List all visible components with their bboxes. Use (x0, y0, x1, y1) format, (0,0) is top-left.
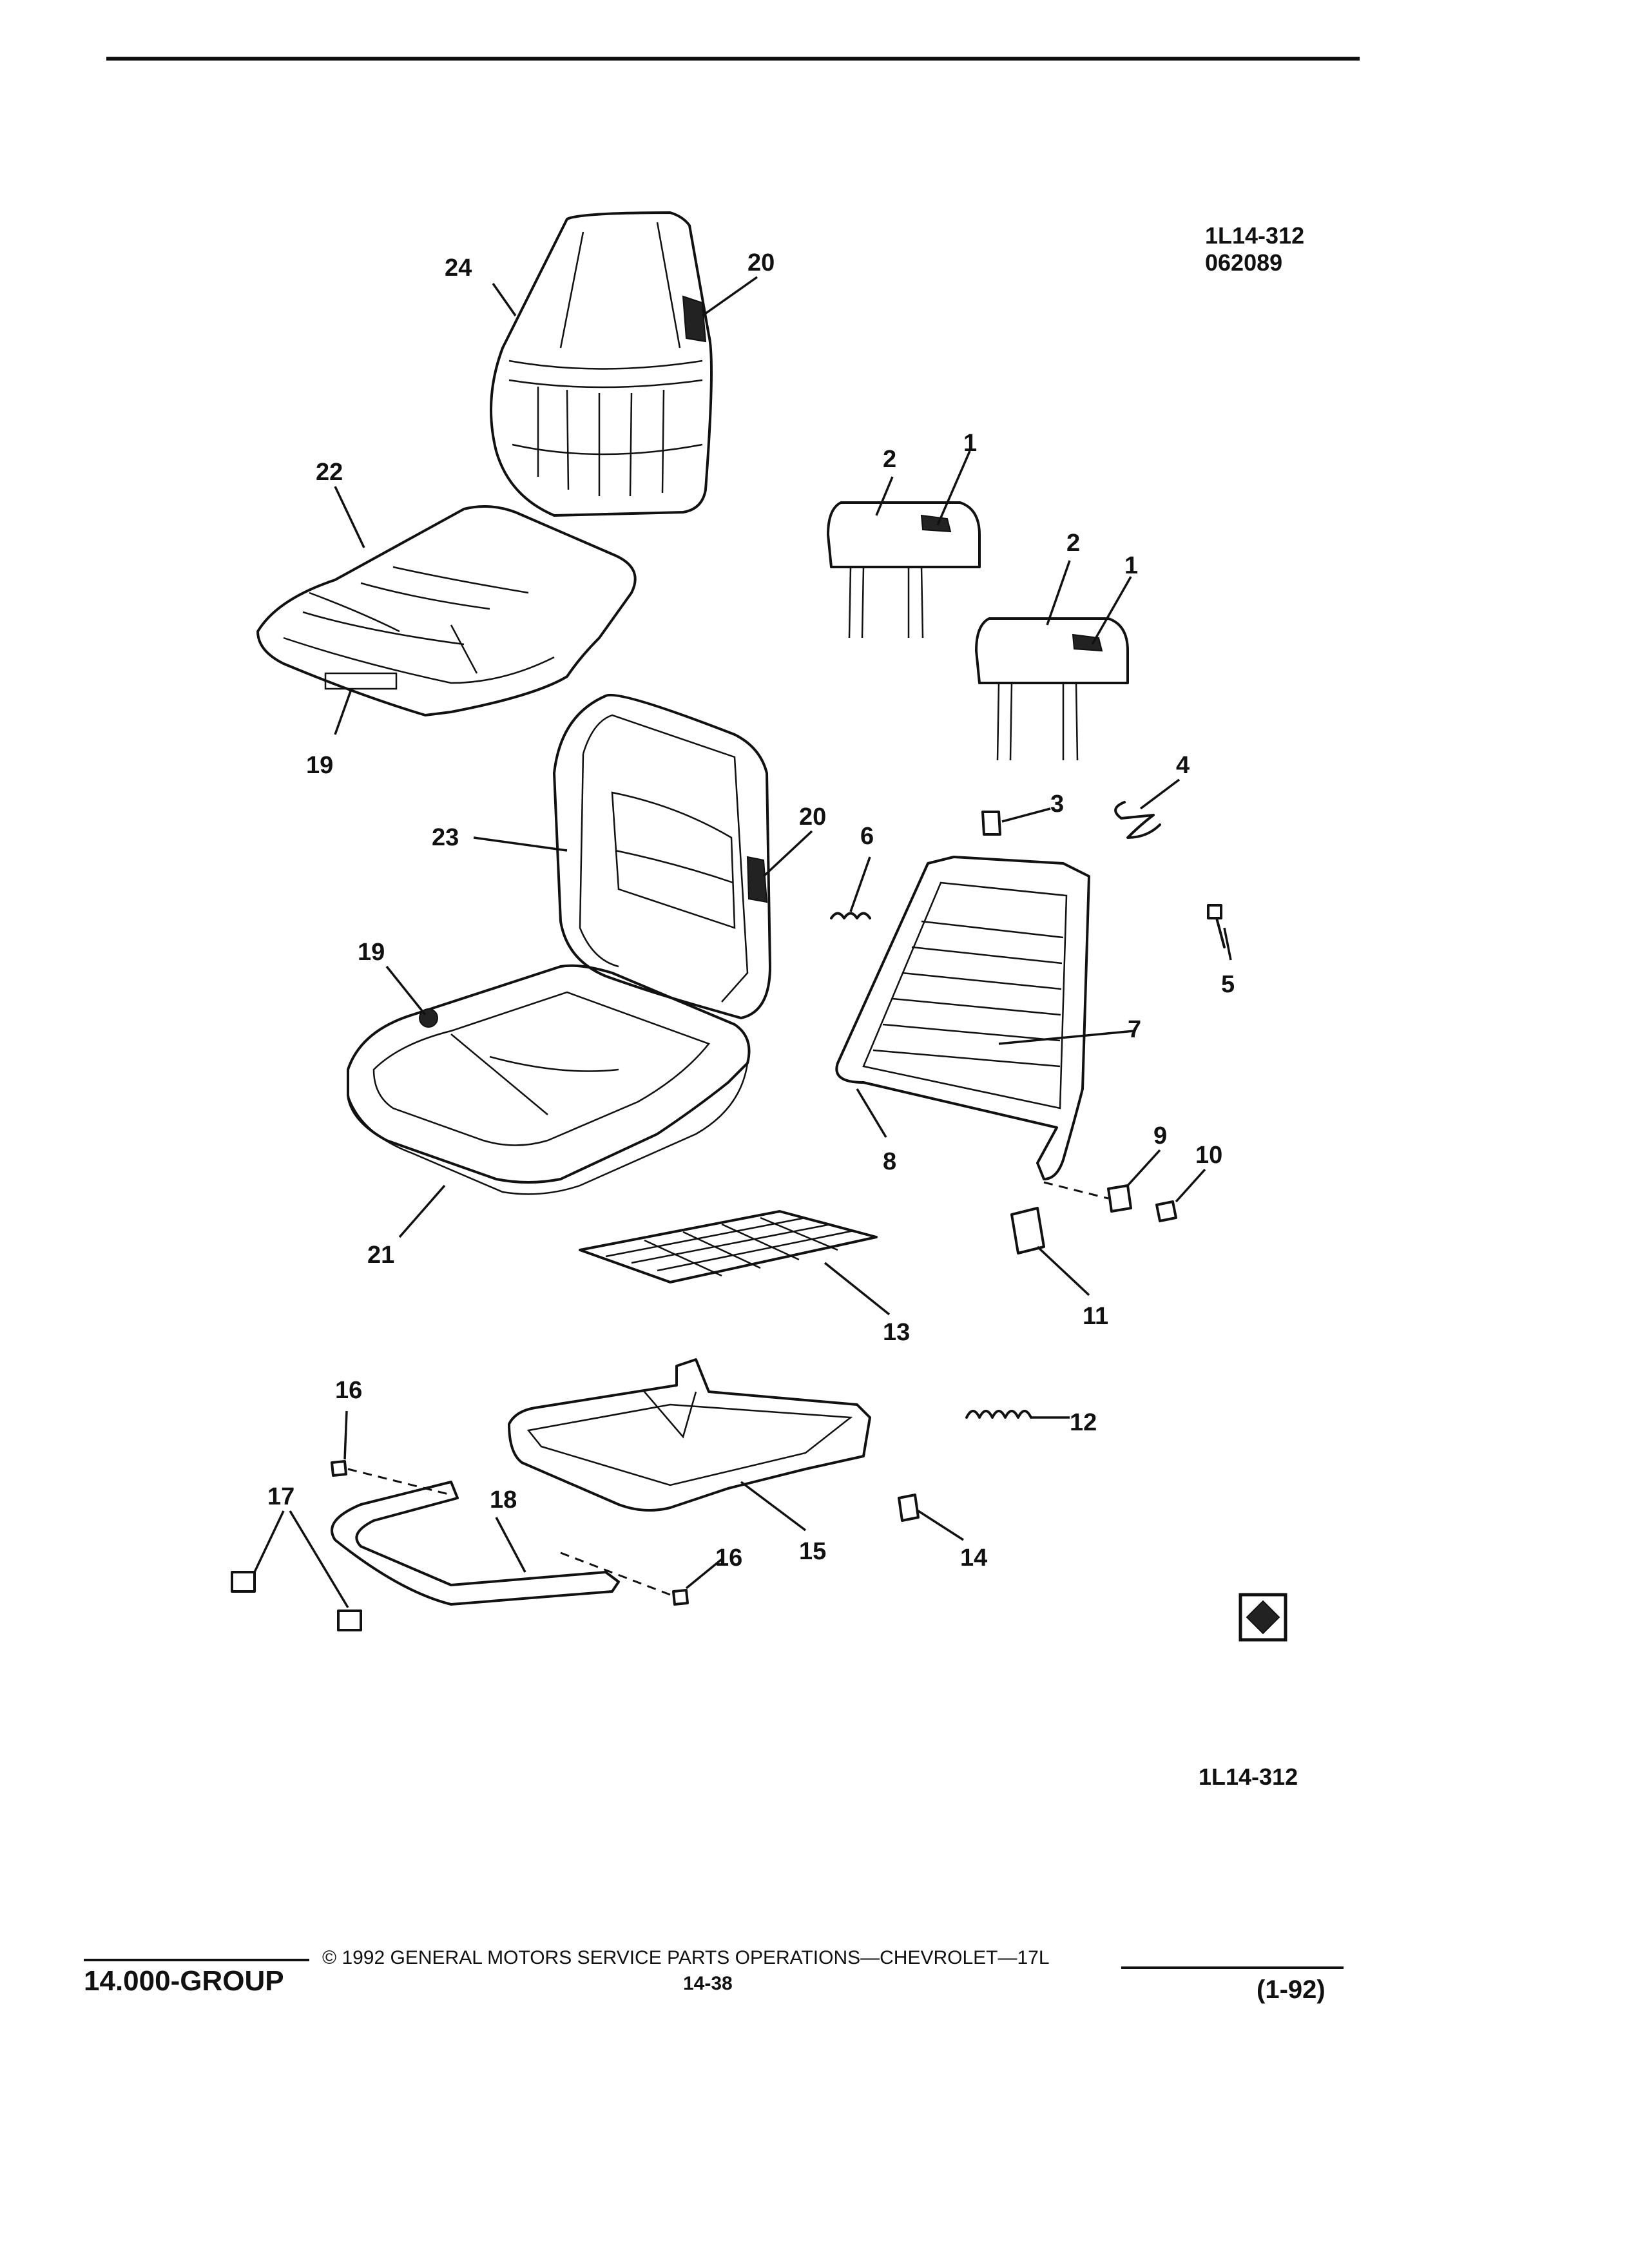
callout-21: 21 (367, 1242, 394, 1269)
footer-revision: (1-92) (1257, 1975, 1325, 2004)
leader-6 (849, 856, 871, 912)
part-3-guide (981, 811, 1001, 836)
leader-1b (1091, 576, 1132, 645)
leader-18 (495, 1517, 526, 1573)
callout-9: 9 (1153, 1122, 1167, 1149)
part-2-headrest-b (975, 617, 1129, 761)
part-20-hinge-cover-upper (682, 295, 707, 343)
leader-11 (1036, 1245, 1090, 1296)
top-rule (106, 57, 1360, 61)
callout-15: 15 (799, 1538, 826, 1565)
footer-group: 14.000-GROUP (84, 1965, 284, 1997)
callout-20-mid: 20 (799, 803, 826, 831)
callout-20-top: 20 (747, 249, 775, 276)
leader-19-top (334, 689, 352, 735)
part-16-bolt-lower (672, 1589, 689, 1606)
part-21-cushion-assembly (347, 964, 751, 1195)
leader-23 (473, 836, 568, 852)
leader-16-upper (343, 1410, 348, 1460)
callout-1b: 1 (1124, 552, 1138, 579)
callout-4: 4 (1176, 752, 1190, 779)
part-15-seat-frame (508, 1358, 871, 1512)
leader-2b (1046, 560, 1071, 626)
part-23-seatback-assembly (553, 693, 771, 1019)
leader-20-top (701, 276, 758, 317)
part-6-spring (830, 912, 871, 919)
footer-rule-right (1121, 1966, 1344, 1969)
callout-16-lower: 16 (715, 1544, 742, 1571)
leader-5 (1223, 927, 1232, 961)
callout-3: 3 (1050, 791, 1064, 818)
callout-11: 11 (1083, 1303, 1108, 1330)
callout-16-upper: 16 (335, 1377, 362, 1404)
leader-8 (856, 1088, 887, 1138)
gm-emblem (1239, 1593, 1287, 1642)
leader-13 (824, 1262, 891, 1316)
part-17-cap-b (337, 1610, 362, 1631)
callout-17: 17 (267, 1483, 294, 1510)
callout-1a: 1 (963, 430, 977, 457)
leader-1a (936, 450, 971, 526)
callout-23: 23 (432, 824, 459, 851)
callout-6: 6 (860, 823, 874, 850)
part-22-cushion-cover (256, 505, 637, 716)
leader-10 (1175, 1168, 1206, 1203)
leader-7 (998, 1030, 1135, 1045)
callout-5: 5 (1221, 971, 1235, 998)
callout-10: 10 (1195, 1142, 1222, 1169)
leader-2a (875, 476, 894, 516)
callout-8: 8 (883, 1148, 896, 1175)
leader-15 (740, 1481, 807, 1532)
leader-9 (1126, 1149, 1161, 1187)
part-17-cap-a (231, 1571, 256, 1593)
leader-21 (398, 1184, 446, 1238)
callout-24: 24 (445, 255, 472, 282)
axis-line-16-lower (560, 1552, 671, 1596)
diagram-code-bottom: 1L14-312 (1199, 1763, 1298, 1790)
part-20-hinge-cover-lower (746, 856, 768, 903)
footer-rule-left (84, 1959, 309, 1961)
axis-line-9 (1043, 1181, 1109, 1200)
part-7-seatback-frame (835, 856, 1090, 1180)
callout-22: 22 (316, 459, 343, 486)
axis-line-16-upper (347, 1468, 452, 1496)
part-2-headrest-a (827, 501, 981, 639)
callout-2b: 2 (1066, 530, 1080, 557)
leader-24 (492, 282, 517, 317)
callout-14: 14 (960, 1544, 987, 1571)
part-12-spring (965, 1410, 1032, 1419)
footer-copyright: © 1992 GENERAL MOTORS SERVICE PARTS OPER… (322, 1947, 1050, 1968)
callout-19-mid: 19 (358, 939, 385, 966)
diagram-date-code: 062089 (1205, 249, 1282, 276)
part-13-spring-grid (579, 1210, 878, 1283)
leader-22 (334, 486, 365, 548)
callout-19-top: 19 (306, 752, 333, 779)
callout-2a: 2 (883, 446, 896, 473)
diagram-code-top: 1L14-312 (1205, 222, 1304, 249)
part-4-clip (1114, 801, 1161, 839)
callout-12: 12 (1070, 1409, 1097, 1436)
leader-4 (1139, 778, 1181, 810)
leader-19-mid (385, 965, 427, 1016)
part-24-seatback-cover (490, 211, 713, 517)
callout-7: 7 (1128, 1016, 1141, 1043)
leader-17 (253, 1510, 349, 1608)
leader-14 (918, 1510, 964, 1541)
callout-13: 13 (883, 1319, 910, 1346)
leader-3 (1001, 807, 1051, 823)
leader-20-mid (762, 830, 813, 878)
part-14-nut (898, 1494, 920, 1522)
part-11-bracket (1010, 1207, 1045, 1254)
callout-18: 18 (490, 1486, 517, 1514)
part-18-strap (331, 1481, 620, 1606)
leader-16-lower (685, 1558, 723, 1590)
part-10-bolt (1155, 1200, 1177, 1222)
footer-page-number: 14-38 (683, 1973, 733, 1994)
part-5-screw (1207, 904, 1226, 948)
part-16-bolt-upper (331, 1460, 347, 1477)
part-9-bushing (1107, 1184, 1132, 1213)
